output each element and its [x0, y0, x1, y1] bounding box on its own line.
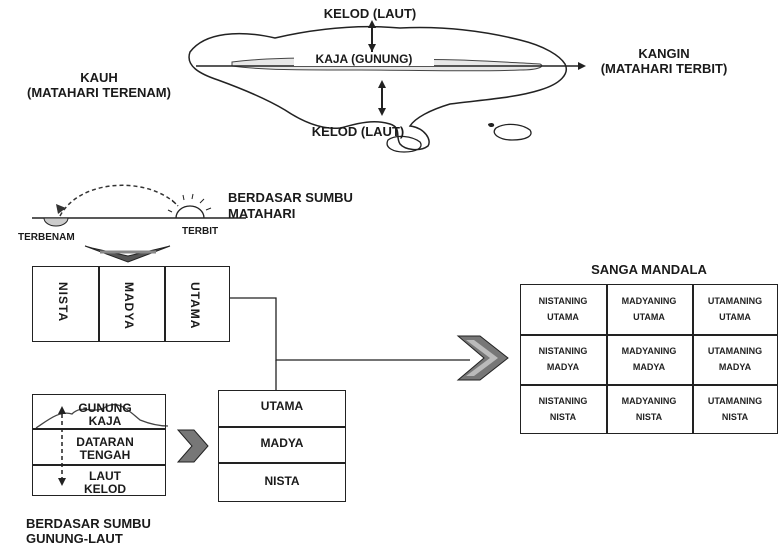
- col-madya: MADYA: [122, 282, 136, 330]
- label-kangin: KANGIN (MATAHARI TERBIT): [600, 46, 728, 76]
- sun-axis-boxes: [32, 266, 230, 342]
- setting-sun: [43, 217, 69, 227]
- island-outline: [188, 26, 567, 151]
- chevron-right-small-icon: [176, 429, 209, 463]
- sanga-mandala-title: SANGA MANDALA: [591, 262, 707, 277]
- label-kelod-top: KELOD (LAUT): [323, 6, 417, 21]
- chevron-down-icon: [84, 245, 171, 263]
- sanga-mandala-grid: [520, 284, 778, 434]
- chevron-right-icon: [456, 335, 509, 381]
- middle-stack: [218, 390, 346, 502]
- rising-sun: [175, 205, 205, 219]
- label-terbit: TERBIT: [182, 226, 219, 237]
- col-utama: UTAMA: [188, 282, 202, 330]
- sun-axis-title: BERDASAR SUMBU MATAHARI: [228, 190, 353, 221]
- label-kauh: KAUH (MATAHARI TERENAM): [27, 70, 171, 100]
- stack-utama: UTAMA: [260, 399, 304, 413]
- label-kaja: KAJA (GUNUNG): [294, 52, 434, 66]
- stack-nista: NISTA: [264, 474, 300, 488]
- peninsula-outline: [386, 135, 422, 153]
- mountain-axis-box: [32, 394, 166, 496]
- small-island: [488, 122, 495, 128]
- col-nista: NISTA: [56, 282, 70, 323]
- nusa-penida-outline: [493, 123, 532, 141]
- stack-madya: MADYA: [260, 436, 304, 450]
- label-kelod-bottom: KELOD (LAUT): [311, 124, 405, 139]
- label-terbenam: TERBENAM: [18, 232, 75, 243]
- mountain-axis-title: BERDASAR SUMBU GUNUNG-LAUT: [26, 516, 151, 546]
